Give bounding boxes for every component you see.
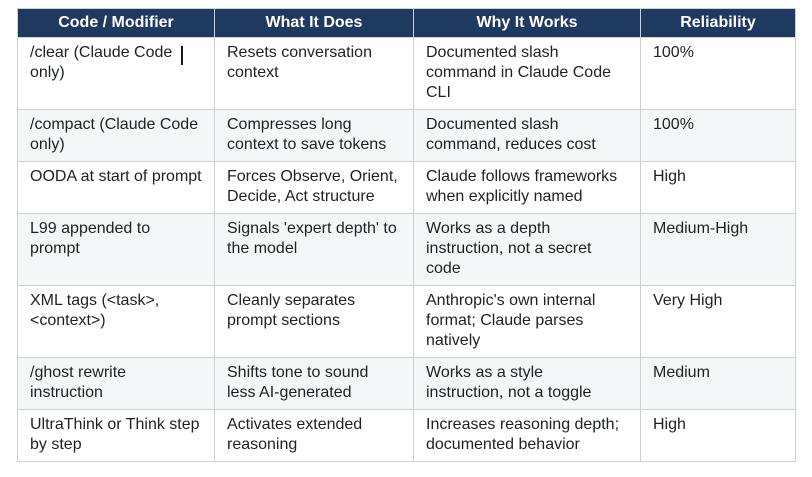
column-header-code-modifier[interactable]: Code / Modifier (17, 8, 215, 38)
cell-code-modifier[interactable]: OODA at start of prompt (17, 161, 215, 214)
cell-code-modifier[interactable]: UltraThink or Think step by step (17, 409, 215, 462)
cell-what-it-does[interactable]: Signals 'expert depth' to the model (214, 213, 414, 286)
cell-what-it-does[interactable]: Shifts tone to sound less AI-generated (214, 357, 414, 410)
cell-why-it-works[interactable]: Documented slash command in Claude Code … (413, 37, 641, 110)
cell-what-it-does[interactable]: Forces Observe, Orient, Decide, Act stru… (214, 161, 414, 214)
cell-why-it-works[interactable]: Works as a depth instruction, not a secr… (413, 213, 641, 286)
header-row: Code / Modifier What It Does Why It Work… (17, 8, 796, 38)
cell-why-it-works[interactable]: Documented slash command, reduces cost (413, 109, 641, 162)
cell-what-it-does[interactable]: Compresses long context to save tokens (214, 109, 414, 162)
cell-why-it-works[interactable]: Claude follows frameworks when explicitl… (413, 161, 641, 214)
cell-what-it-does[interactable]: Activates extended reasoning (214, 409, 414, 462)
table-row: /clear (Claude Code only)Resets conversa… (17, 37, 796, 110)
table-row: /compact (Claude Code only)Compresses lo… (17, 109, 796, 162)
text-cursor (181, 46, 183, 65)
cell-reliability[interactable]: 100% (640, 37, 796, 110)
cell-code-modifier[interactable]: /ghost rewrite instruction (17, 357, 215, 410)
table-row: XML tags (<task>, <context>)Cleanly sepa… (17, 285, 796, 358)
cell-why-it-works[interactable]: Anthropic's own internal format; Claude … (413, 285, 641, 358)
cell-reliability[interactable]: High (640, 161, 796, 214)
cell-what-it-does[interactable]: Resets conversation context (214, 37, 414, 110)
cell-why-it-works[interactable]: Increases reasoning depth; documented be… (413, 409, 641, 462)
column-header-what-it-does[interactable]: What It Does (214, 8, 414, 38)
cell-reliability[interactable]: High (640, 409, 796, 462)
cell-reliability[interactable]: Medium (640, 357, 796, 410)
cell-code-modifier[interactable]: XML tags (<task>, <context>) (17, 285, 215, 358)
cell-code-modifier[interactable]: /compact (Claude Code only) (17, 109, 215, 162)
column-header-why-it-works[interactable]: Why It Works (413, 8, 641, 38)
cell-reliability[interactable]: Very High (640, 285, 796, 358)
cell-what-it-does[interactable]: Cleanly separates prompt sections (214, 285, 414, 358)
cell-code-modifier[interactable]: /clear (Claude Code only) (17, 37, 215, 110)
comparison-table: Code / Modifier What It Does Why It Work… (17, 8, 796, 462)
cell-reliability[interactable]: 100% (640, 109, 796, 162)
cell-reliability[interactable]: Medium-High (640, 213, 796, 286)
cell-why-it-works[interactable]: Works as a style instruction, not a togg… (413, 357, 641, 410)
cell-code-modifier[interactable]: L99 appended to prompt (17, 213, 215, 286)
column-header-reliability[interactable]: Reliability (640, 8, 796, 38)
